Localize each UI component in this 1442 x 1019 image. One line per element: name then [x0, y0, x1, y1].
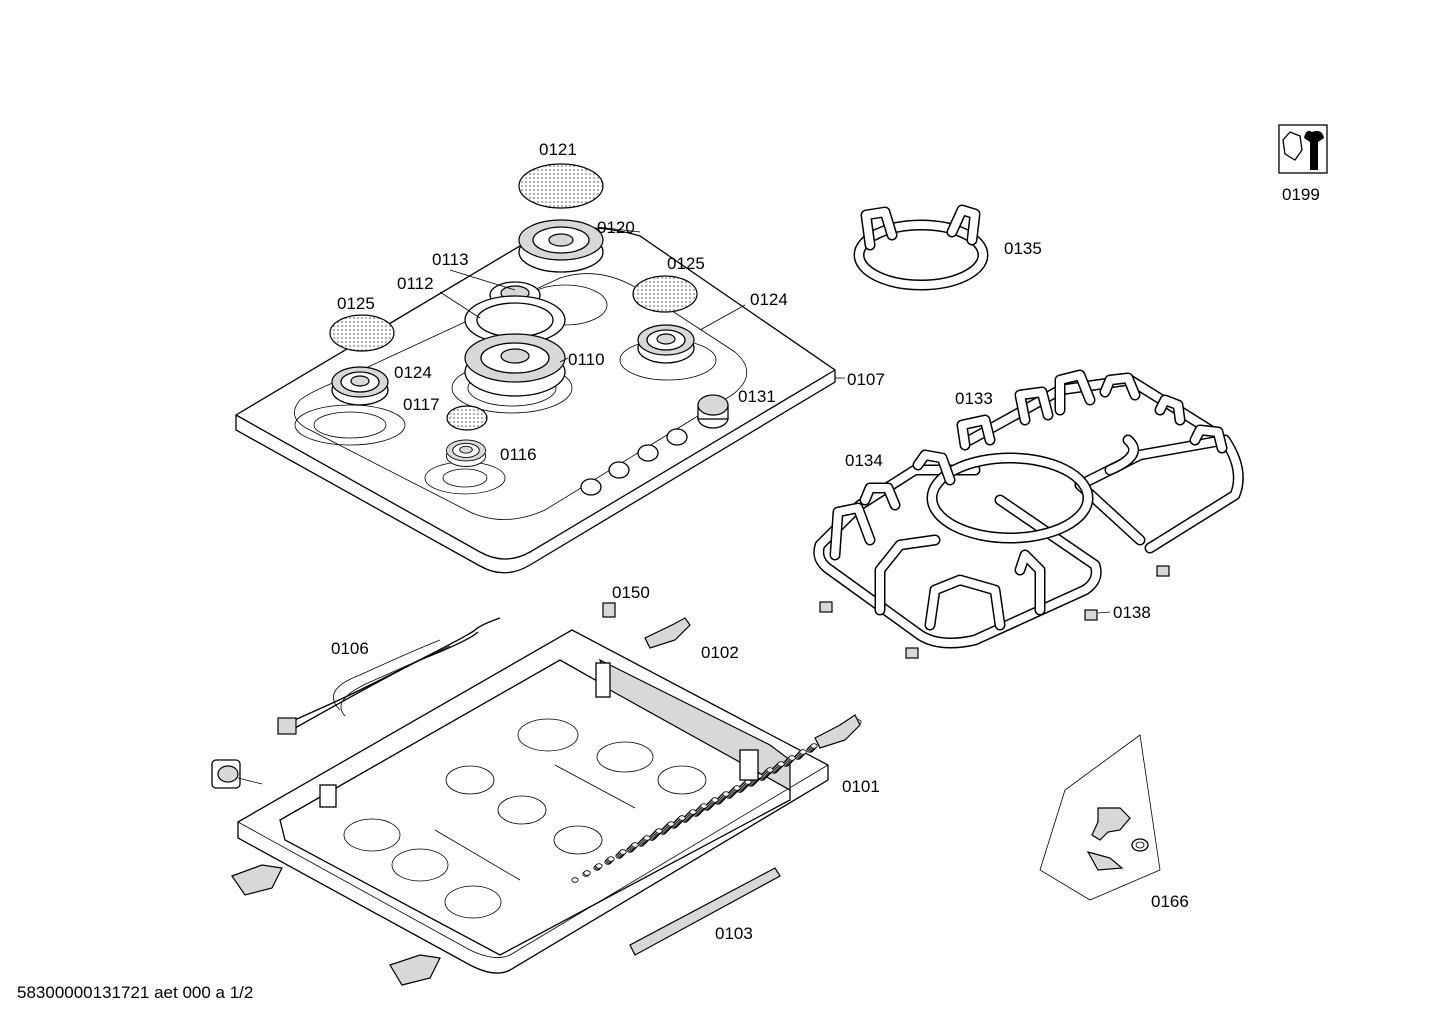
burner-cap-right [632, 275, 698, 313]
label-0102: 0102 [701, 643, 739, 662]
mounting-clip-0102 [644, 617, 691, 649]
label-0101: 0101 [842, 777, 880, 796]
vent-grid [571, 719, 862, 883]
document-id: 58300000131721 aet 000 a 1/2 [17, 983, 253, 1002]
vent-hole [607, 856, 615, 862]
vent-hole [583, 870, 591, 876]
vent-hole [722, 791, 730, 797]
label-0120: 0120 [597, 218, 635, 237]
spacer-0150 [602, 602, 616, 618]
label-0113: 0113 [432, 250, 469, 269]
mounting-clip-right [814, 714, 861, 749]
vent-hole [777, 761, 785, 767]
burner-cap-large [518, 163, 604, 209]
gas-connector-kit [1039, 734, 1161, 901]
label-0125-right: 0125 [667, 254, 705, 273]
vent-hole [788, 755, 796, 761]
label-0138: 0138 [1113, 603, 1151, 622]
label-0135: 0135 [1004, 239, 1042, 258]
label-0166: 0166 [1151, 892, 1189, 911]
burner-crown-small-right [637, 324, 695, 364]
vent-hole [733, 785, 741, 791]
vent-hole [810, 743, 818, 749]
pan-support-grate-left [813, 449, 1102, 649]
vent-hole [595, 863, 603, 869]
leader-lines [439, 226, 845, 379]
vent-hole [619, 849, 627, 855]
label-0133: 0133 [955, 389, 993, 408]
label-0150: 0150 [612, 583, 650, 602]
label-0199: 0199 [1282, 185, 1320, 204]
label-0131: 0131 [738, 387, 776, 406]
label-0107: 0107 [847, 370, 885, 389]
label-0117: 0117 [403, 395, 440, 414]
label-0106: 0106 [331, 639, 369, 658]
ignition-switch [211, 759, 263, 789]
vent-hole [700, 803, 708, 809]
vent-hole [678, 815, 686, 821]
label-0121: 0121 [539, 140, 577, 159]
vent-hole [631, 842, 639, 848]
burner-crown-small-left [331, 366, 389, 406]
vent-hole [571, 877, 579, 883]
label-0124-left: 0124 [394, 363, 432, 382]
label-0134: 0134 [845, 451, 883, 470]
vent-hole [689, 809, 697, 815]
front-trim-strip [629, 867, 781, 956]
burner-crown-large [518, 219, 604, 273]
fixing-brackets [231, 864, 441, 986]
base-tray [237, 629, 862, 974]
label-0125-left: 0125 [337, 294, 375, 313]
vent-hole [799, 749, 807, 755]
vent-hole [766, 767, 774, 773]
wok-burner-assembly [464, 281, 566, 397]
wrench-icon [1278, 124, 1328, 174]
label-0112: 0112 [397, 274, 434, 293]
vent-hole [667, 821, 675, 827]
label-0124-right: 0124 [750, 290, 788, 309]
label-0103: 0103 [715, 924, 753, 943]
rubber-feet [819, 565, 1170, 659]
vent-hole [711, 797, 719, 803]
hob-top-plate [235, 227, 836, 574]
burner-cap-left [329, 314, 395, 352]
label-0110: 0110 [568, 350, 605, 369]
vent-hole [643, 835, 651, 841]
mains-cable [277, 617, 501, 735]
vent-hole [655, 828, 663, 834]
label-0116: 0116 [500, 445, 537, 464]
wok-ring-support [853, 204, 989, 291]
burner-cap-small [446, 405, 488, 431]
control-knob [697, 394, 729, 429]
burner-crown-mini [445, 439, 487, 467]
